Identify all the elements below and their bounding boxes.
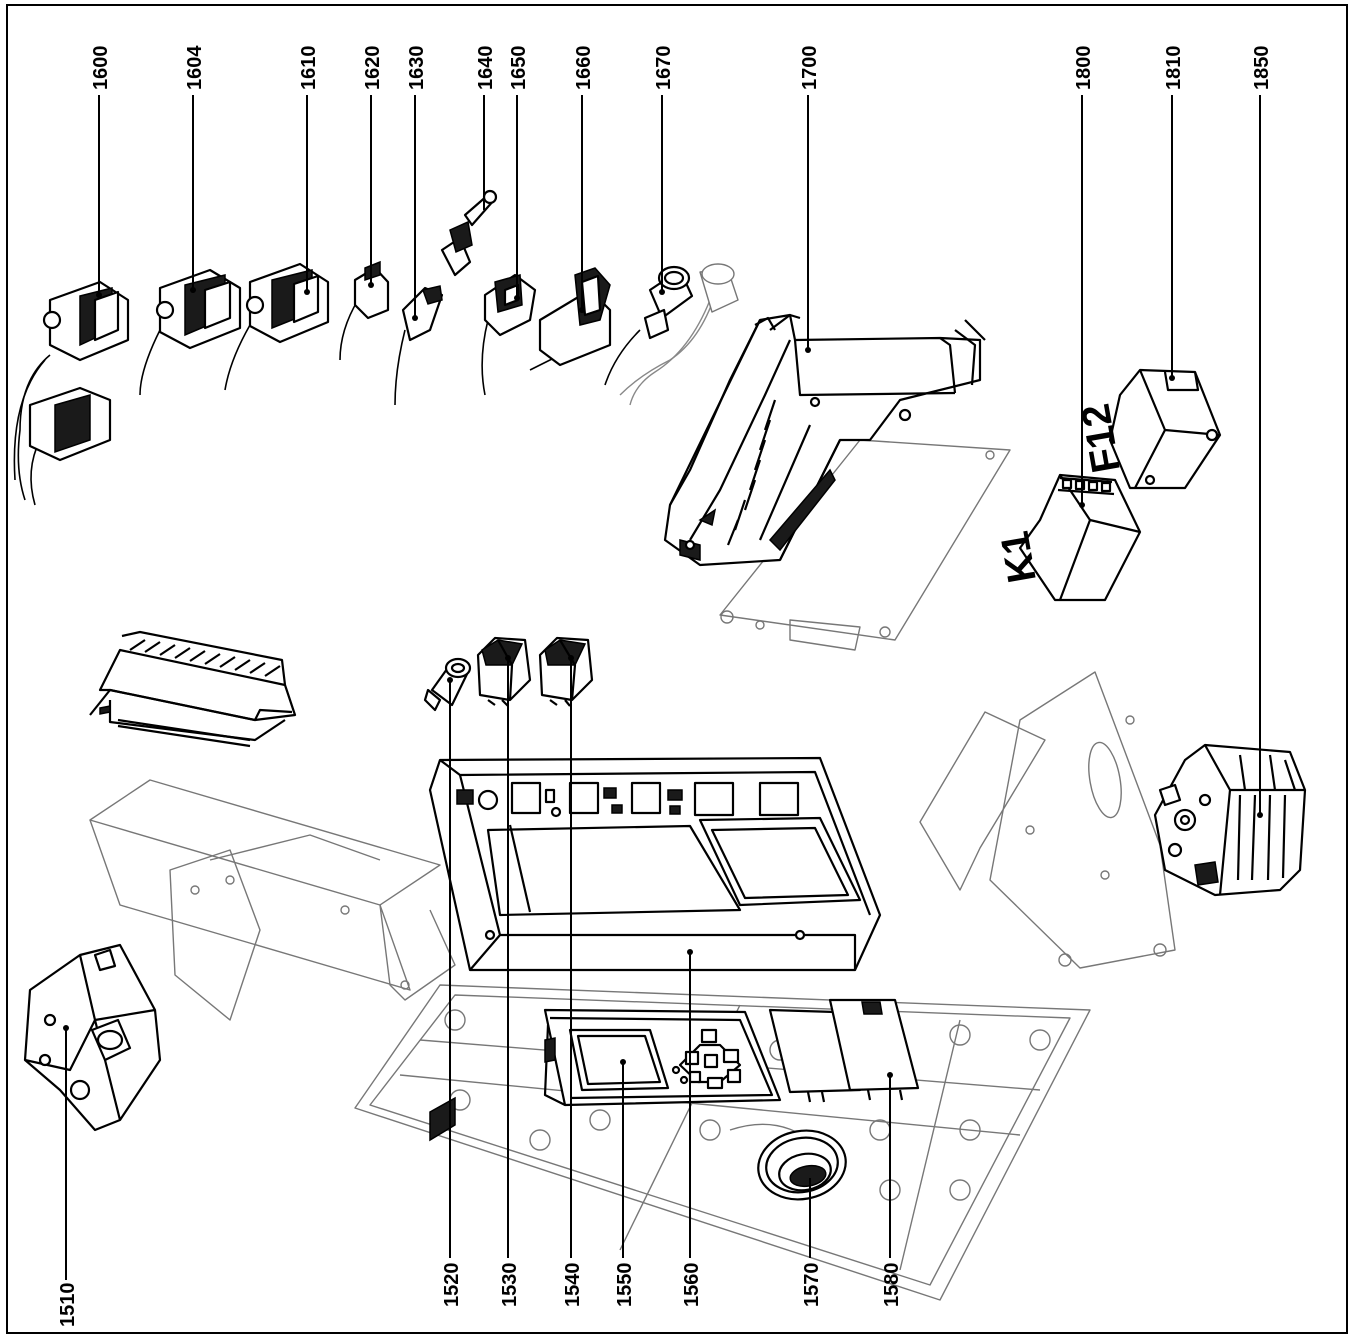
connector-1620 (353, 260, 390, 320)
callout-1660: 1660 (573, 46, 595, 91)
fuse-f12-1810: F12 (1074, 368, 1222, 490)
connector-1610 (245, 262, 330, 344)
callout-1630: 1630 (406, 46, 428, 91)
callout-labels-top: 1600 1604 1610 1620 1630 1640 1650 1660 … (90, 45, 1273, 90)
callout-1850: 1850 (1251, 46, 1273, 91)
potentiometer-1520 (423, 657, 472, 712)
callout-1560: 1560 (681, 1263, 703, 1308)
front-frame-1560 (428, 756, 882, 972)
callout-labels-bottom: 1510 1520 1530 1540 1550 1560 1570 1580 (57, 1263, 903, 1328)
right-mounting-plate (919, 671, 1176, 969)
terminal-housing-1700 (663, 313, 986, 567)
circuit-boards-1580 (768, 998, 920, 1103)
connector-1670 (643, 265, 694, 340)
cable-grommet-1570 (757, 1129, 847, 1201)
callout-1604: 1604 (184, 45, 206, 90)
grey-cable-end (699, 263, 739, 313)
callout-1700: 1700 (799, 46, 821, 91)
leader-lines (63, 95, 1263, 1280)
callout-1580: 1580 (881, 1263, 903, 1308)
callout-1510: 1510 (57, 1283, 79, 1328)
callout-1650: 1650 (508, 46, 530, 91)
switch-1540 (538, 636, 594, 707)
callout-1540: 1540 (562, 1263, 584, 1308)
switch-block-1510 (23, 943, 162, 1132)
relay-k1-1800: K1 (993, 473, 1142, 602)
switch-1530 (476, 636, 532, 707)
connector-1660 (538, 267, 612, 367)
connector-1604 (155, 268, 242, 350)
callout-1810: 1810 (1163, 46, 1185, 91)
diagram-frame (6, 4, 1348, 1334)
callout-1520: 1520 (441, 1263, 463, 1308)
callout-1670: 1670 (653, 46, 675, 91)
left-mounting-bracket (89, 779, 456, 1021)
relay-k1-marking: K1 (993, 528, 1045, 586)
connector-1640 (440, 189, 498, 277)
callout-1570: 1570 (801, 1263, 823, 1308)
gear-motor-1850 (1153, 743, 1307, 897)
display-module-1550 (543, 1008, 782, 1107)
connector-1630 (401, 285, 444, 342)
callout-1610: 1610 (298, 46, 320, 91)
connector-1600 (28, 280, 130, 462)
connector-1650 (483, 273, 537, 337)
callout-1800: 1800 (1073, 46, 1095, 91)
callout-1530: 1530 (499, 1263, 521, 1308)
callout-1550: 1550 (614, 1263, 636, 1308)
callout-1600: 1600 (90, 46, 112, 91)
callout-1640: 1640 (475, 46, 497, 91)
terminal-strip (89, 630, 297, 748)
callout-1620: 1620 (362, 46, 384, 91)
